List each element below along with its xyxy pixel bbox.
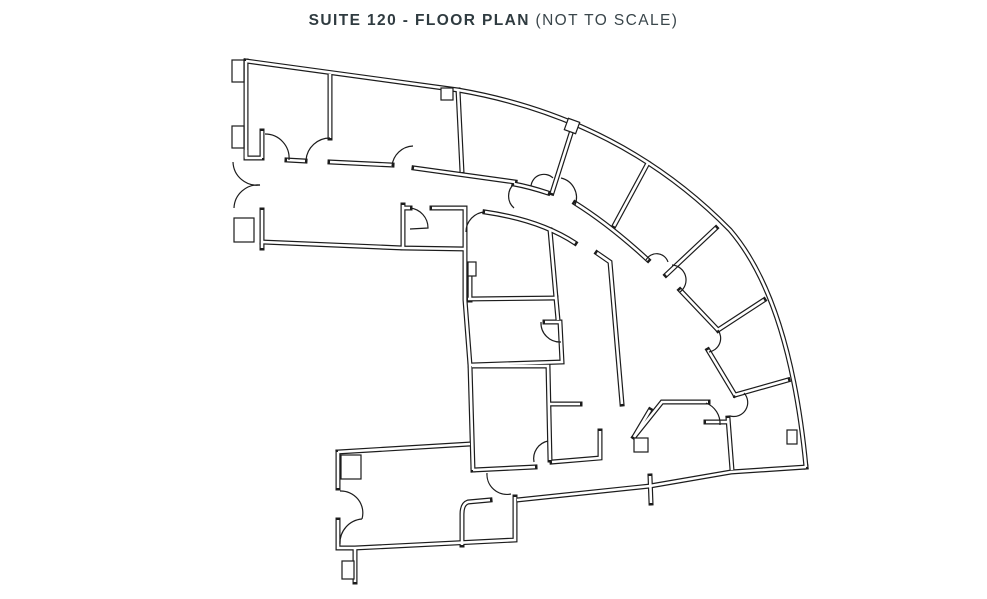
door-swing-7 [530, 173, 554, 187]
column-box-e [786, 429, 798, 445]
fixtures [231, 59, 798, 580]
title-main: SUITE 120 - FLOOR PLAN [308, 12, 530, 29]
column-box-nw [231, 59, 245, 83]
door-swing-3 [391, 145, 414, 167]
door-swing-16 [486, 472, 512, 496]
door-swing-9 [645, 253, 669, 263]
door-swing-6 [508, 183, 515, 209]
door-swing-4 [409, 207, 429, 230]
door-swing-1 [264, 133, 290, 161]
door-swing-13 [705, 402, 721, 426]
door-swing-17 [339, 490, 364, 520]
door-swing-15 [533, 440, 549, 463]
door-swing-entry-1 [232, 161, 261, 186]
door-swing-10 [671, 264, 687, 293]
column-box-s [341, 560, 355, 580]
door-swing-entry-2 [233, 184, 261, 209]
door-swings [232, 133, 749, 545]
door-swing-12 [729, 392, 749, 418]
door-swing-18 [339, 518, 363, 545]
door-swing-8 [560, 177, 578, 206]
door-swing-14 [540, 321, 562, 343]
column-box-sw [340, 454, 362, 480]
column-box-n [440, 87, 454, 101]
column-box-mid [467, 261, 477, 277]
door-swing-11 [708, 329, 722, 353]
title-note: (NOT TO SCALE) [535, 12, 679, 29]
door-swing-5 [465, 211, 486, 233]
page-title: SUITE 120 - FLOOR PLAN (NOT TO SCALE) [0, 12, 987, 30]
column-box-w1 [231, 125, 245, 149]
column-box-w2 [233, 217, 255, 243]
door-swing-2 [305, 137, 331, 161]
column-box-se [633, 437, 649, 453]
walls-outline [246, 61, 806, 582]
column-box-curve [563, 117, 581, 135]
